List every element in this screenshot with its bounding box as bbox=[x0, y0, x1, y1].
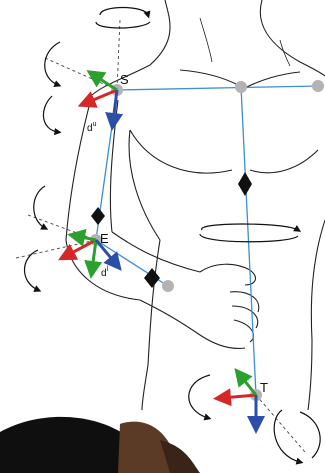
rotation-arrow-icon bbox=[43, 96, 58, 132]
com-markers bbox=[91, 172, 252, 288]
diamond-marker-icon bbox=[144, 268, 160, 288]
rotation-arrow-icon bbox=[202, 224, 298, 230]
rotation-arrow-icon bbox=[100, 8, 148, 16]
rotation-arrow-icon bbox=[25, 250, 39, 290]
torso-label: T bbox=[260, 380, 268, 395]
upper-arm-length-label: du bbox=[87, 121, 97, 134]
wrist-joint bbox=[162, 280, 174, 292]
right-shoulder-joint bbox=[312, 80, 324, 92]
forearm-length-label: dl bbox=[101, 266, 109, 279]
upper-arm-length-superscript: u bbox=[93, 121, 97, 128]
rotation-arrow-icon bbox=[34, 186, 45, 228]
body-outline bbox=[66, 0, 325, 410]
rotation-arrow-icon bbox=[96, 22, 150, 28]
forearm-length-superscript: l bbox=[107, 266, 109, 273]
diamond-marker-icon bbox=[91, 207, 105, 225]
shoulder-label: S bbox=[120, 72, 129, 87]
elbow-label: E bbox=[100, 231, 109, 246]
diamond-marker-icon bbox=[238, 172, 252, 196]
neck-joint bbox=[235, 81, 247, 93]
